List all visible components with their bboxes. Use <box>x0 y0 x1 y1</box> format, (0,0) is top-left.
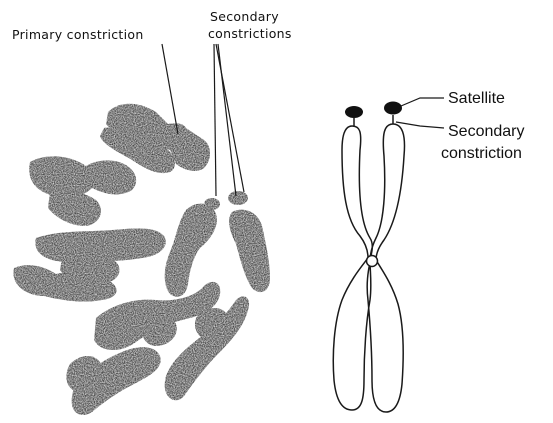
chromosome-left-upper <box>29 156 136 226</box>
chromosome-micrograph <box>13 104 270 415</box>
label-secondary-constriction-line2: constriction <box>441 145 522 162</box>
label-secondary-constrictions-line1: Secondary <box>210 9 279 24</box>
centromere <box>367 256 378 267</box>
chromatid-right <box>367 124 404 412</box>
secondary-constrictions-leader-1 <box>214 44 216 196</box>
satellite-leader <box>401 98 444 106</box>
chromosome-satellited-right <box>228 191 270 292</box>
secondary-constrictions-leader-3 <box>218 44 236 196</box>
chromatid-left <box>333 126 372 410</box>
label-primary-constriction: Primary constriction <box>12 27 144 42</box>
chromosome-lower-left <box>66 347 160 415</box>
satellite-left <box>345 106 363 118</box>
secondary-constriction-leader <box>396 122 444 128</box>
satellite-right <box>384 102 402 115</box>
label-satellite: Satellite <box>448 90 505 107</box>
label-secondary-constrictions-line2: constrictions <box>208 26 292 41</box>
label-secondary-constriction-line1: Secondary <box>448 123 525 140</box>
chromosome-diagram <box>333 102 404 413</box>
